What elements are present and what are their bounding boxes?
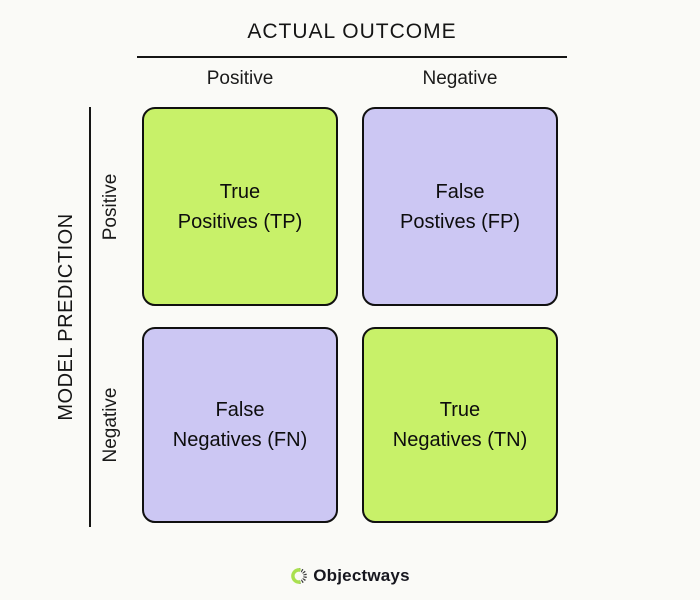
cell-false-negatives: False Negatives (FN) <box>142 327 338 523</box>
actual-outcome-title: ACTUAL OUTCOME <box>247 20 457 43</box>
cell-label-line2: Negatives (TN) <box>392 429 528 451</box>
model-prediction-title: MODEL PREDICTION <box>55 213 77 421</box>
cell-label-line2: Negatives (FN) <box>172 429 308 451</box>
cell-false-positives: False Postives (FP) <box>362 107 558 306</box>
cell-label-line1: False <box>435 180 485 203</box>
row-header-positive: Positive <box>100 173 121 241</box>
cell-label-line1: True <box>219 180 261 203</box>
actual-outcome-underline <box>137 56 567 58</box>
model-prediction-axis-line <box>89 107 91 527</box>
column-header-negative: Negative <box>422 68 498 89</box>
cell-true-positives: True Positives (TP) <box>142 107 338 306</box>
row-header-negative: Negative <box>100 387 121 463</box>
brand-name: Objectways <box>313 566 410 585</box>
cell-label-line2: Positives (TP) <box>177 210 303 233</box>
objectways-logo-icon <box>291 568 308 584</box>
cell-label-line2: Postives (FP) <box>399 210 521 233</box>
brand-logo: Objectways <box>0 566 700 586</box>
cell-label-line1: True <box>439 399 481 421</box>
cell-label-line1: False <box>215 399 265 421</box>
column-header-positive: Positive <box>206 68 274 89</box>
cell-true-negatives: True Negatives (TN) <box>362 327 558 523</box>
